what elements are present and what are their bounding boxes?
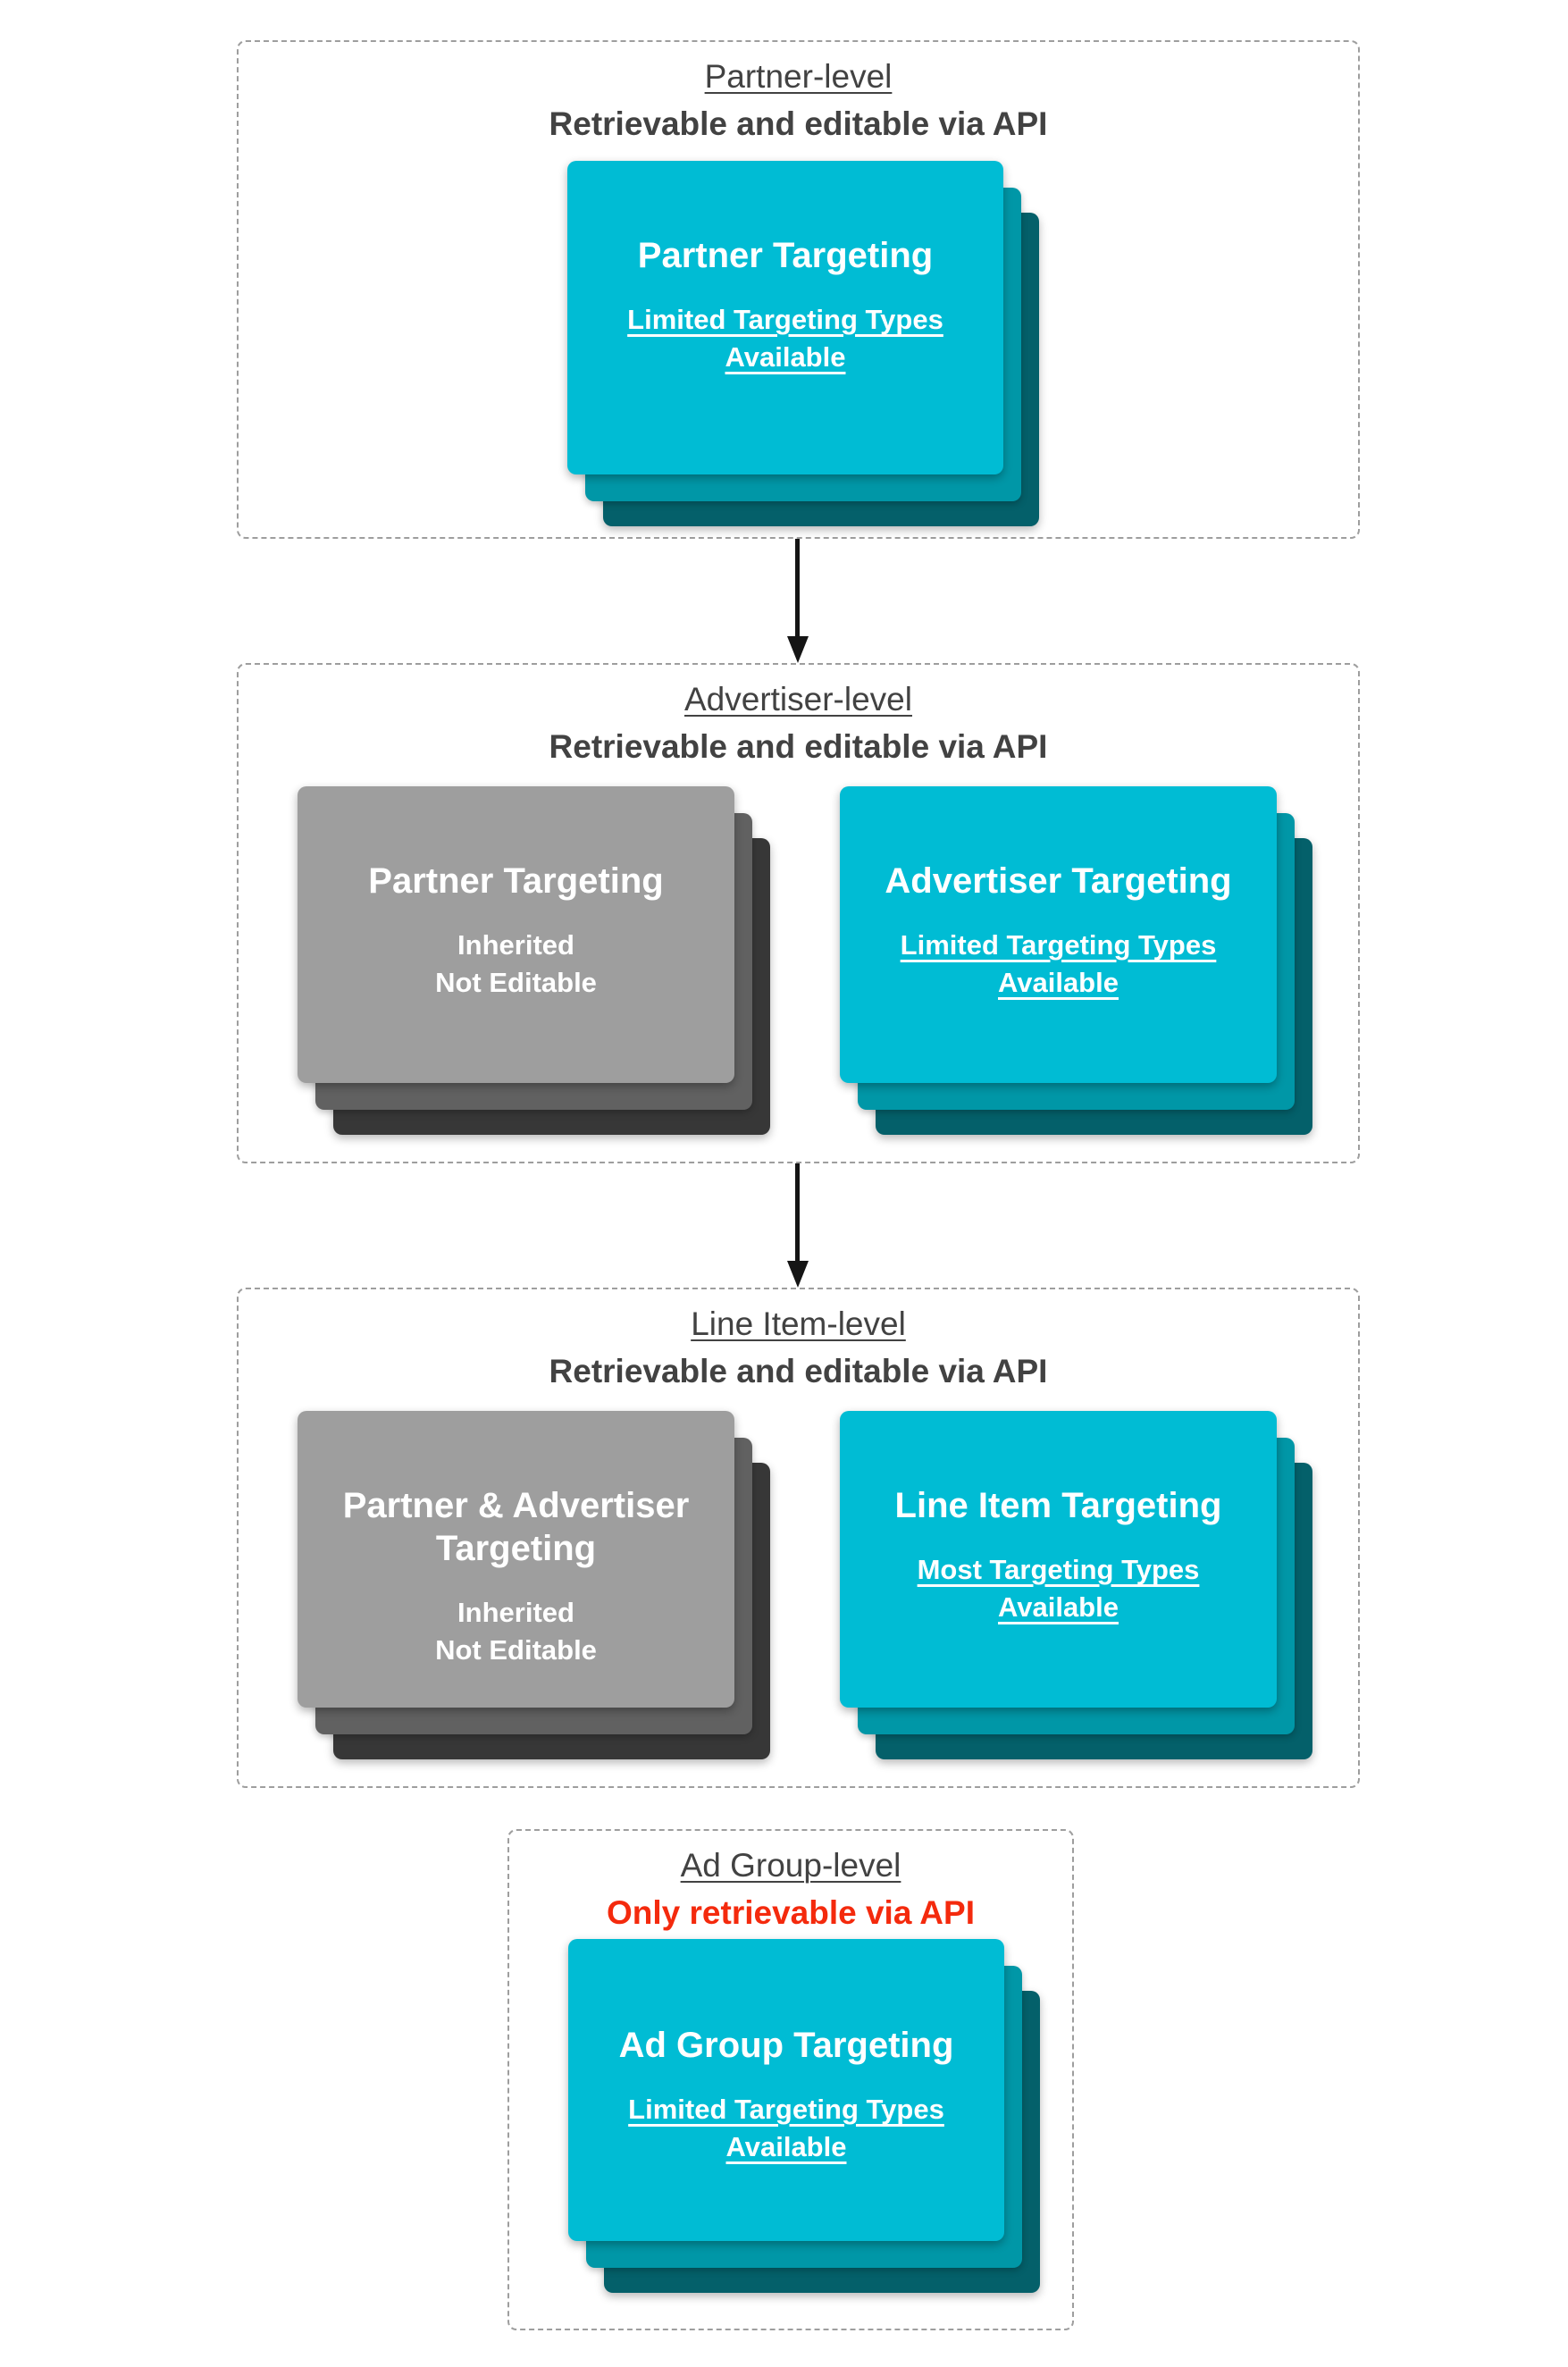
line-item-targeting-card: Line Item Targeting Most Targeting Types… (840, 1411, 1277, 1708)
section-title: Line Item-level (691, 1305, 906, 1342)
card-title: Line Item Targeting (894, 1486, 1222, 1525)
card-title: Partner Targeting (368, 861, 664, 901)
partner-targeting-card-stack: Partner Targeting Limited Targeting Type… (567, 161, 1039, 526)
section-header: Advertiser-level Retrievable and editabl… (239, 665, 1358, 770)
flow-arrow-down (787, 539, 809, 663)
advertiser-level-section: Advertiser-level Retrievable and editabl… (237, 663, 1360, 1163)
ad-group-level-section: Ad Group-level Only retrievable via API … (507, 1829, 1074, 2330)
line-item-level-section: Line Item-level Retrievable and editable… (237, 1288, 1360, 1788)
section-title: Ad Group-level (680, 1847, 901, 1884)
section-header: Ad Group-level Only retrievable via API (509, 1831, 1072, 1936)
partner-level-section: Partner-level Retrievable and editable v… (237, 40, 1360, 539)
section-title: Advertiser-level (684, 681, 912, 718)
section-subtitle-warning: Only retrievable via API (607, 1894, 975, 1931)
line-item-targeting-card-stack: Line Item Targeting Most Targeting Types… (840, 1411, 1312, 1759)
flow-arrow-down (787, 1163, 809, 1288)
advertiser-targeting-card-stack: Advertiser Targeting Limited Targeting T… (840, 786, 1312, 1135)
advertiser-targeting-card: Advertiser Targeting Limited Targeting T… (840, 786, 1277, 1083)
card-title: Ad Group Targeting (618, 2026, 954, 2065)
section-subtitle: Retrievable and editable via API (549, 728, 1048, 765)
section-subtitle: Retrievable and editable via API (549, 105, 1048, 142)
section-header: Partner-level Retrievable and editable v… (239, 42, 1358, 147)
card-title: Partner Targeting (637, 236, 934, 275)
ad-group-targeting-card: Ad Group Targeting Limited Targeting Typ… (568, 1939, 1004, 2241)
ad-group-targeting-card-stack: Ad Group Targeting Limited Targeting Typ… (568, 1939, 1040, 2293)
section-subtitle: Retrievable and editable via API (549, 1353, 1048, 1389)
card-title: Advertiser Targeting (885, 861, 1232, 901)
section-title: Partner-level (704, 58, 893, 95)
section-header: Line Item-level Retrievable and editable… (239, 1289, 1358, 1395)
partner-targeting-card: Partner Targeting Limited Targeting Type… (567, 161, 1003, 474)
